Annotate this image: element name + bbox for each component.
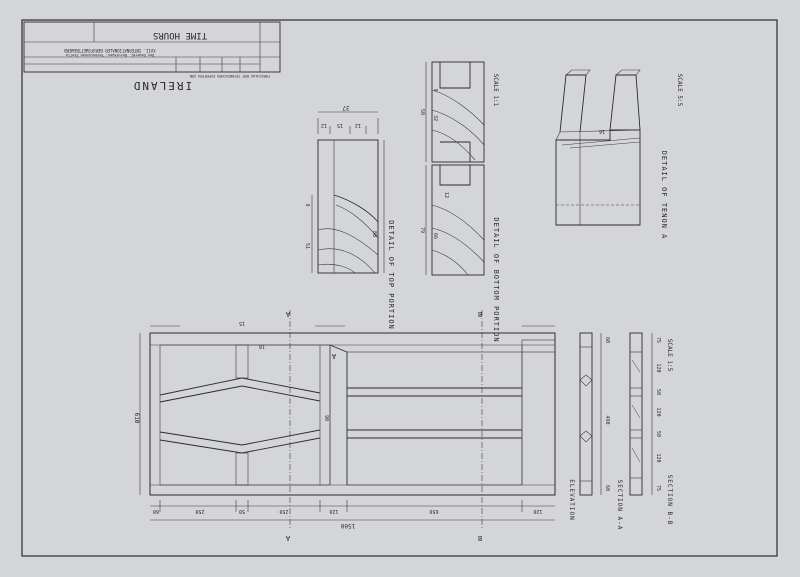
- dim-120: 120: [329, 508, 338, 514]
- dim-50: 50: [419, 109, 425, 115]
- dim-80: 80: [371, 231, 377, 237]
- bb-120: 120: [655, 363, 661, 372]
- dim-12c: 12: [443, 192, 449, 198]
- dim-60a: 60: [153, 508, 159, 514]
- label-a: A: [331, 352, 336, 360]
- dim-120b: 120: [533, 508, 542, 514]
- dim-right-width: 650: [429, 508, 438, 514]
- aa-490: 490: [604, 415, 610, 424]
- dim-12: 12: [321, 122, 327, 128]
- country-label: IRELAND: [132, 79, 192, 92]
- sheet-border: [21, 19, 778, 557]
- scale-1-5: SCALE 1:5: [666, 339, 673, 372]
- tenon-detail: 16 DETAIL OF TENON A SCALE 5:5: [555, 69, 683, 240]
- competition-line2: Des Gewerbl. Berufswes. Technischen Stel…: [66, 53, 155, 57]
- dim-90: 90: [323, 415, 329, 421]
- bb-120b: 120: [655, 407, 661, 416]
- section-aa: 60 490 60 SECTION A-A: [579, 332, 623, 531]
- dim-79: 79: [419, 227, 425, 233]
- scale-tenon: SCALE 5:5: [676, 74, 683, 107]
- dim-9: 9: [304, 203, 310, 206]
- dim-32: 32: [432, 115, 438, 121]
- dim-9b: 9: [432, 88, 438, 91]
- cut-b-top: B: [478, 310, 482, 318]
- time-label: TIME HOURS: [153, 30, 207, 40]
- cut-b-bottom: B: [478, 534, 482, 542]
- section-aa-label: SECTION A-A: [616, 480, 623, 531]
- dim-51: 51: [304, 243, 310, 249]
- bottom-portion-detail: 50 32 9 79 66 12 DETAIL OF BOTTOM PORTIO…: [419, 61, 500, 343]
- tenon-label: DETAIL OF TENON A: [660, 151, 668, 240]
- dim-15: 15: [337, 122, 343, 128]
- aa-60: 60: [604, 337, 610, 343]
- bb-50: 50: [655, 389, 661, 395]
- dim-37: 37: [342, 104, 350, 111]
- cut-a-top: A: [285, 310, 290, 318]
- section-bb-label: SECTION B-B: [666, 475, 673, 526]
- dim-18: 18: [259, 343, 265, 349]
- elevation-label: ELEVATION: [568, 479, 575, 521]
- scale-1-1: SCALE 1:1: [492, 74, 499, 107]
- bb-75b: 75: [655, 485, 661, 491]
- competition-line1: XVII. INTERNATIONALER BERUFSWETTBEWERB: [64, 48, 156, 53]
- cut-a-bottom: A: [285, 534, 290, 542]
- title-block: TIME HOURS XVII. INTERNATIONALER BERUFSW…: [23, 21, 281, 92]
- dim-250b: 250: [279, 508, 288, 514]
- top-portion-label: DETAIL OF TOP PORTION: [387, 220, 395, 330]
- dim-12b: 12: [355, 122, 361, 128]
- top-portion-detail: 37 12 15 12 51 9 80 DETAIL OF TOP PORTIO…: [304, 104, 395, 330]
- aa-60b: 60: [604, 485, 610, 491]
- bottom-portion-label: DETAIL OF BOTTOM PORTION: [492, 217, 500, 342]
- competition-line3: FORSCHLAG DER TECHNISCHEN EXPERTEN VON: [190, 74, 270, 78]
- bb-75: 75: [655, 337, 661, 343]
- dim-height: 610: [133, 413, 140, 424]
- dim-overall-width: 1500: [340, 522, 355, 529]
- dim-15-top: 15: [239, 320, 245, 326]
- bb-120c: 120: [655, 453, 661, 462]
- bb-50b: 50: [655, 431, 661, 437]
- dim-66: 66: [432, 233, 438, 239]
- dim-16: 16: [599, 128, 605, 134]
- elevation-view: A A B B A 15 18 610 90 60 250 50 250 120…: [133, 310, 575, 542]
- dim-250: 250: [195, 508, 204, 514]
- dim-50: 50: [239, 508, 245, 514]
- section-bb: 75 120 50 120 50 120 75 SECTION B-B SCAL…: [629, 332, 673, 526]
